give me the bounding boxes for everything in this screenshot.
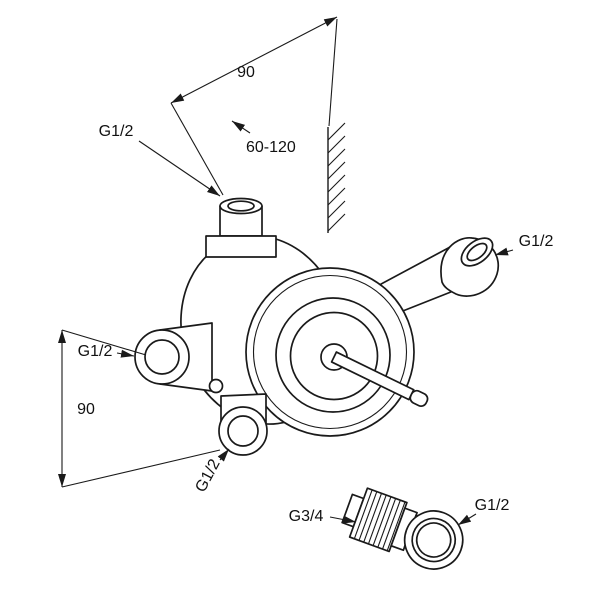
spindle	[330, 351, 429, 407]
label-adapter-large: G3/4	[289, 508, 357, 525]
dim-left-height-label: 90	[77, 401, 95, 418]
adapter-small-label: G1/2	[475, 497, 510, 514]
dim-install-range-label: 60-120	[246, 139, 296, 156]
label-adapter-small: G1/2	[457, 497, 510, 526]
bottom-port	[218, 393, 268, 456]
dim-top-depth-label: 90	[237, 64, 255, 81]
label-connection-left: G1/2	[78, 343, 135, 360]
connection-left-label: G1/2	[78, 343, 113, 360]
label-connection-top: G1/2	[99, 123, 221, 197]
left-port	[134, 322, 213, 392]
top-port	[205, 197, 277, 258]
label-connection-bottom: G1/2	[192, 448, 230, 495]
connection-bottom-label: G1/2	[192, 456, 223, 495]
connection-top-label: G1/2	[99, 123, 134, 140]
label-connection-right: G1/2	[494, 233, 554, 256]
adapter-large-label: G3/4	[289, 508, 324, 525]
dimension-top-depth: 90	[170, 16, 338, 196]
right-port-elbow	[440, 237, 500, 297]
wall-hatch	[327, 122, 346, 233]
flange-rings	[245, 267, 415, 437]
connection-right-label: G1/2	[519, 233, 554, 250]
dimension-install-range: 60-120	[231, 120, 296, 156]
adapter-fitting	[341, 487, 464, 570]
housing-screw	[208, 378, 224, 394]
